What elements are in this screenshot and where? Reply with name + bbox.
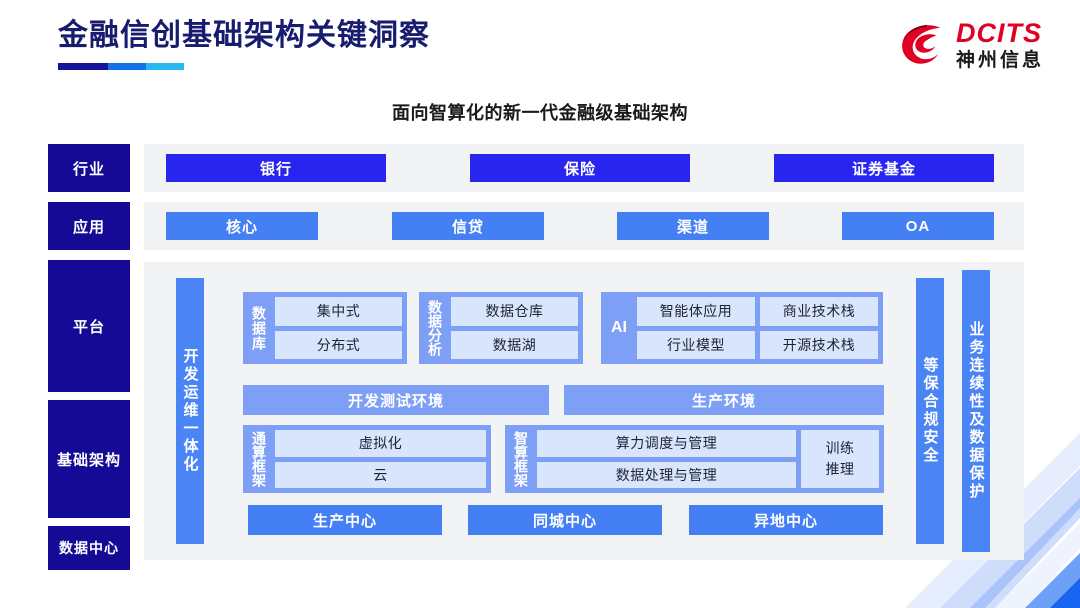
module-ai-row-1: 智能体应用 商业技术栈 (637, 297, 878, 326)
datacenter-item-remote[interactable]: 异地中心 (689, 505, 883, 535)
module-intelligent-compute-title: 智算框架 (513, 431, 529, 487)
row-label-datacenter: 数据中心 (48, 526, 130, 570)
environment-dev-test[interactable]: 开发测试环境 (243, 385, 549, 415)
diagram-subtitle: 面向智算化的新一代金融级基础架构 (392, 103, 688, 123)
module-data-analysis-body: 数据仓库 数据湖 (451, 297, 578, 359)
analysis-item-lake[interactable]: 数据湖 (451, 330, 578, 359)
module-general-compute-title: 通算框架 (251, 431, 267, 487)
right-bar-compliance[interactable]: 等保合规安全 (916, 278, 944, 544)
module-ai-title: AI (611, 319, 627, 336)
module-intelligent-compute[interactable]: 智算框架 算力调度与管理 数据处理与管理 训练 推理 (505, 425, 884, 493)
module-database[interactable]: 数据库 集中式 分布式 (243, 292, 407, 364)
row-label-platform: 平台 (48, 260, 130, 392)
intelligent-compute-item-scheduling[interactable]: 算力调度与管理 (537, 430, 796, 457)
database-item-centralized[interactable]: 集中式 (275, 297, 402, 326)
intelligent-compute-item-data-processing[interactable]: 数据处理与管理 (537, 461, 796, 488)
module-database-body: 集中式 分布式 (275, 297, 402, 359)
module-data-analysis-title: 数据分析 (427, 300, 443, 356)
ai-item-opensource-stack[interactable]: 开源技术栈 (760, 330, 878, 359)
underline-seg-2 (108, 63, 147, 70)
row-label-application: 应用 (48, 202, 130, 250)
industry-item-bank[interactable]: 银行 (166, 154, 386, 182)
intelligent-compute-item-train-infer[interactable]: 训练 推理 (801, 430, 879, 488)
module-general-compute-body: 虚拟化 云 (275, 430, 486, 488)
industry-item-insurance[interactable]: 保险 (470, 154, 690, 182)
application-item-core[interactable]: 核心 (166, 212, 318, 240)
module-ai-row-2: 行业模型 开源技术栈 (637, 330, 878, 359)
row-label-industry: 行业 (48, 144, 130, 192)
application-item-oa[interactable]: OA (842, 212, 994, 240)
infer-label: 推理 (825, 461, 855, 477)
application-item-channel[interactable]: 渠道 (617, 212, 769, 240)
ai-item-industry-model[interactable]: 行业模型 (637, 330, 755, 359)
devops-vertical-bar[interactable]: 开发运维一体化 (176, 278, 204, 544)
general-compute-item-virtualization[interactable]: 虚拟化 (275, 430, 486, 457)
module-ai[interactable]: AI 智能体应用 商业技术栈 行业模型 开源技术栈 (601, 292, 883, 364)
right-bar-continuity[interactable]: 业务连续性及数据保护 (962, 270, 990, 552)
module-intelligent-compute-body: 算力调度与管理 数据处理与管理 (537, 430, 796, 488)
brand-logo: DCITS 神州信息 (898, 20, 1044, 70)
database-item-distributed[interactable]: 分布式 (275, 330, 402, 359)
module-data-analysis[interactable]: 数据分析 数据仓库 数据湖 (419, 292, 583, 364)
industry-item-securities[interactable]: 证券基金 (774, 154, 994, 182)
module-general-compute[interactable]: 通算框架 虚拟化 云 (243, 425, 491, 493)
module-database-title: 数据库 (251, 305, 267, 351)
dcits-swirl-icon (902, 24, 941, 64)
module-ai-body: 智能体应用 商业技术栈 行业模型 开源技术栈 (637, 297, 878, 359)
analysis-item-warehouse[interactable]: 数据仓库 (451, 297, 578, 326)
underline-seg-3 (146, 63, 184, 70)
title-underline (58, 63, 184, 70)
ai-item-commercial-stack[interactable]: 商业技术栈 (760, 297, 878, 326)
logo-cn-text: 神州信息 (955, 50, 1044, 71)
row-label-infrastructure: 基础架构 (48, 400, 130, 518)
page-title: 金融信创基础架构关键洞察 (58, 19, 430, 52)
ai-item-agent-app[interactable]: 智能体应用 (637, 297, 755, 326)
logo-text: DCITS 神州信息 (955, 18, 1044, 71)
logo-en-text: DCITS (955, 18, 1042, 48)
environment-production[interactable]: 生产环境 (564, 385, 884, 415)
datacenter-item-production[interactable]: 生产中心 (248, 505, 442, 535)
application-item-credit[interactable]: 信贷 (392, 212, 544, 240)
general-compute-item-cloud[interactable]: 云 (275, 461, 486, 488)
train-label: 训练 (825, 440, 855, 456)
underline-seg-1 (58, 63, 109, 70)
datacenter-item-metro[interactable]: 同城中心 (468, 505, 662, 535)
header: 金融信创基础架构关键洞察 (58, 18, 430, 70)
